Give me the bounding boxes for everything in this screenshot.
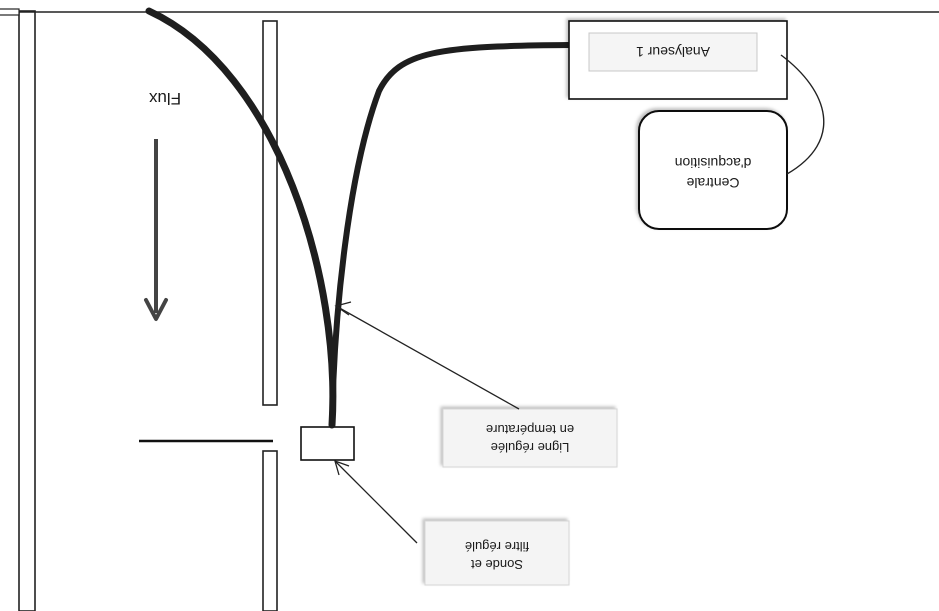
heated-line-leader-arrow-icon <box>334 301 352 316</box>
probe-filter-box <box>300 426 355 461</box>
probe-label-line1: Sonde et <box>471 557 523 572</box>
heated-sampling-line <box>145 7 337 429</box>
probe-callout <box>424 520 570 586</box>
flow-label: Flux <box>148 89 181 108</box>
analyzer-label-plate <box>588 32 758 72</box>
heated-line-callout <box>442 408 618 468</box>
analyzer-label: Analyseur 1 <box>636 44 710 60</box>
probe-leader-arrow-icon <box>334 459 350 476</box>
rotated-drawing: Flux Analyseur 1 Centrale d'acquisition … <box>0 7 939 611</box>
duct-outer-wall <box>18 10 36 611</box>
flow-arrow-head-icon <box>144 298 168 321</box>
acquisition-unit-label-line2: d'acquisition <box>675 155 752 171</box>
probe-label-line2: filtre régulé <box>465 539 529 554</box>
heated-line-leader <box>335 305 520 410</box>
acquisition-cable <box>780 54 825 175</box>
duct-wall-cap <box>0 8 20 16</box>
heated-sampling-line-path <box>329 42 572 428</box>
probe-leader <box>334 460 418 544</box>
acquisition-unit-label-line1: Centrale <box>686 175 739 191</box>
heated-line-label-line1: Ligne régulée <box>491 440 570 455</box>
duct-inner-wall-lower <box>262 450 278 611</box>
duct-inner-wall-upper <box>262 20 278 406</box>
heated-line-label-line2: en température <box>486 422 574 437</box>
acquisition-unit-box <box>638 110 788 230</box>
